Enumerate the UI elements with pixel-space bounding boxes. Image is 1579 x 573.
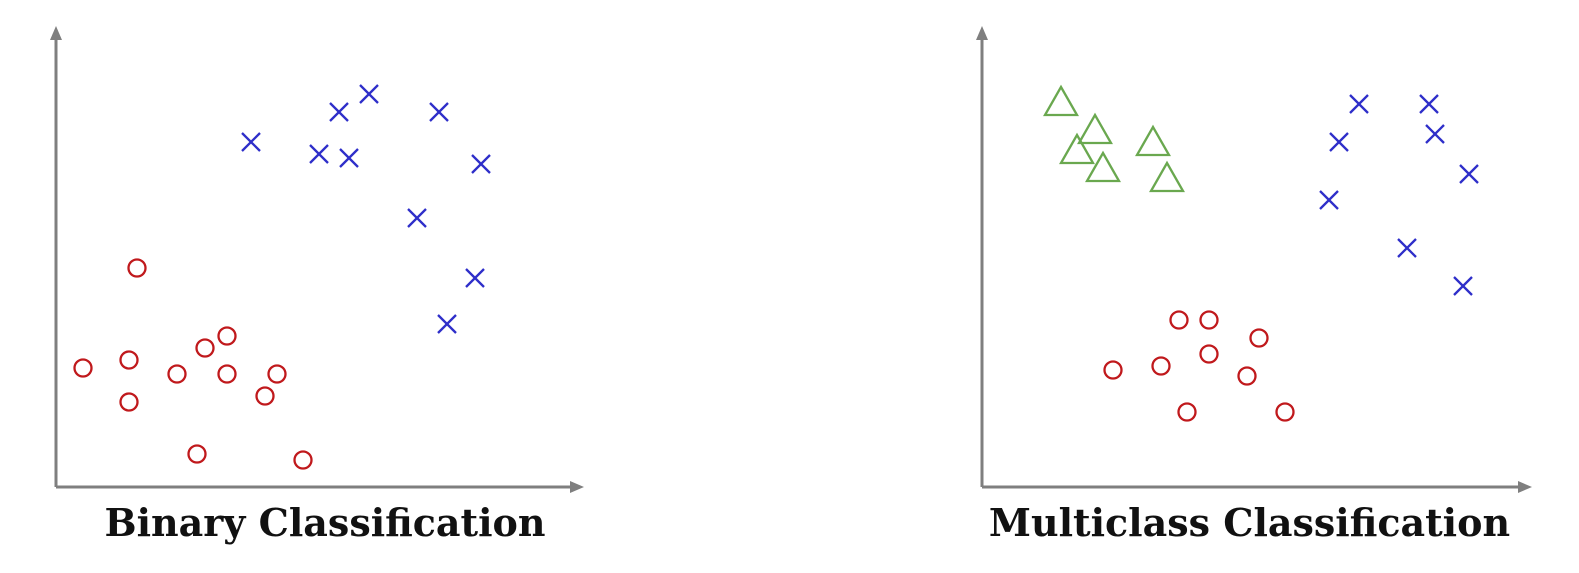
- binary-cross-marker: [359, 84, 379, 104]
- binary-circle-marker: [293, 450, 313, 470]
- binary-cross-marker: [429, 102, 449, 122]
- multiclass-triangle-marker: [1085, 150, 1121, 183]
- multiclass-triangle-marker: [1077, 112, 1113, 145]
- multiclass-cross-marker: [1349, 94, 1369, 114]
- binary-cross-marker: [309, 144, 329, 164]
- multiclass-y-axis-arrowhead: [976, 26, 988, 40]
- binary-circle-marker: [119, 392, 139, 412]
- binary-cross-marker: [339, 148, 359, 168]
- binary-cross-marker: [437, 314, 457, 334]
- binary-circle-marker: [195, 338, 215, 358]
- binary-cross-marker: [465, 268, 485, 288]
- multiclass-classification-caption: Multiclass Classification: [988, 500, 1511, 545]
- multiclass-circle-marker: [1249, 328, 1269, 348]
- binary-circle-marker: [167, 364, 187, 384]
- multiclass-circle-marker: [1199, 310, 1219, 330]
- multiclass-circle-marker: [1169, 310, 1189, 330]
- multiclass-circle-marker: [1275, 402, 1295, 422]
- binary-circle-marker: [119, 350, 139, 370]
- binary-circle-marker: [255, 386, 275, 406]
- multiclass-cross-marker: [1453, 276, 1473, 296]
- binary-y-axis-arrowhead: [50, 26, 62, 40]
- binary-circle-marker: [127, 258, 147, 278]
- multiclass-cross-marker: [1459, 164, 1479, 184]
- binary-cross-marker: [241, 132, 261, 152]
- binary-classification-panel: Binary Classification: [0, 0, 700, 573]
- multiclass-triangle-marker: [1059, 132, 1095, 165]
- binary-circle-marker: [217, 364, 237, 384]
- multiclass-x-axis-arrowhead: [1518, 481, 1532, 493]
- multiclass-circle-marker: [1151, 356, 1171, 376]
- binary-markers: [73, 84, 491, 470]
- binary-axes: [50, 26, 584, 493]
- multiclass-triangle-marker: [1149, 160, 1185, 193]
- multiclass-circle-marker: [1199, 344, 1219, 364]
- binary-circle-marker: [267, 364, 287, 384]
- multiclass-scatter-plot: [976, 26, 1532, 493]
- multiclass-markers: [1043, 84, 1479, 422]
- multiclass-triangle-marker: [1135, 124, 1171, 157]
- multiclass-circle-marker: [1103, 360, 1123, 380]
- binary-circle-marker: [73, 358, 93, 378]
- multiclass-cross-marker: [1319, 190, 1339, 210]
- binary-scatter-plot: [50, 26, 584, 493]
- binary-circle-marker: [217, 326, 237, 346]
- binary-cross-marker: [329, 102, 349, 122]
- binary-circle-marker: [187, 444, 207, 464]
- binary-cross-marker: [471, 154, 491, 174]
- multiclass-classification-panel: Multiclass Classification: [920, 0, 1579, 573]
- multiclass-axes: [976, 26, 1532, 493]
- multiclass-cross-marker: [1425, 124, 1445, 144]
- multiclass-cross-marker: [1397, 238, 1417, 258]
- binary-classification-caption: Binary Classification: [104, 500, 546, 545]
- binary-cross-marker: [407, 208, 427, 228]
- multiclass-circle-marker: [1237, 366, 1257, 386]
- binary-x-axis-arrowhead: [570, 481, 584, 493]
- multiclass-triangle-marker: [1043, 84, 1079, 117]
- multiclass-cross-marker: [1329, 132, 1349, 152]
- multiclass-circle-marker: [1177, 402, 1197, 422]
- multiclass-cross-marker: [1419, 94, 1439, 114]
